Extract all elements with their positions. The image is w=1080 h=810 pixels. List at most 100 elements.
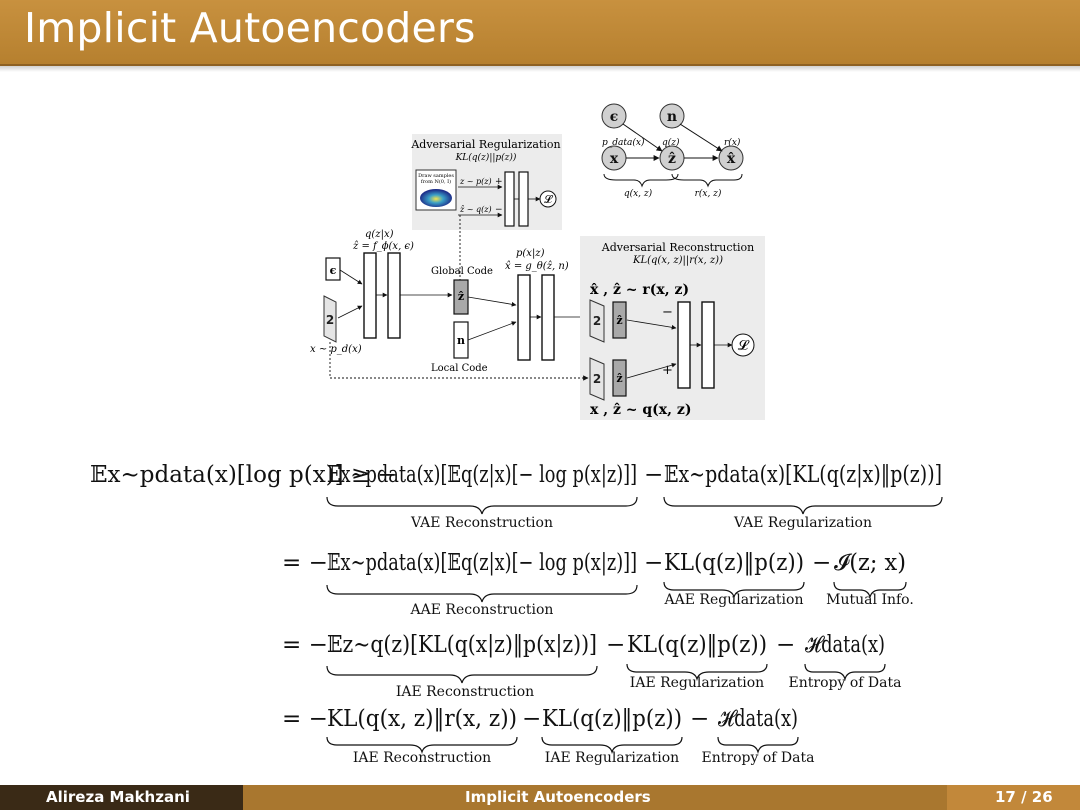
recon-digit: 2: [593, 314, 601, 328]
eq1-term2: 𝔼x∼pdata(x)[KL(q(z|x)‖p(z))]: [664, 462, 942, 488]
z-post-label: ẑ ~ q(z): [459, 205, 492, 214]
label-pdata: p_data(x): [602, 137, 645, 148]
gaussian-plot: [420, 189, 452, 207]
eq4-brace-2: [541, 736, 683, 755]
eps-box: [325, 257, 341, 281]
eq2-brace-3: [833, 581, 907, 600]
eq2-term2: KL(q(z)‖p(z)): [664, 550, 804, 576]
real-z-label: ẑ: [616, 372, 622, 385]
footer-title: Implicit Autoencoders: [465, 788, 651, 806]
eq3-brace-1: [326, 665, 598, 684]
disc-layer-1: [504, 171, 515, 227]
eq3-label-2: IAE Regularization: [630, 675, 764, 691]
global-code-z: ẑ: [458, 290, 464, 303]
eq4-term1: KL(q(x, z)‖r(x, z)): [327, 706, 517, 732]
codes: Global Code ẑ n Local Code: [431, 266, 517, 374]
footer-title-panel: Implicit Autoencoders: [243, 785, 947, 810]
real-digit: 2: [593, 372, 601, 386]
eq3-label-3: Entropy of Data: [789, 675, 902, 691]
eq2-label-3: Mutual Info.: [826, 592, 914, 608]
recon-z-label: ẑ: [616, 314, 622, 327]
eq4-label-3: Entropy of Data: [702, 750, 815, 766]
slide-title: Implicit Autoencoders: [24, 4, 476, 52]
draw-samples-line2: from N(0, I): [421, 178, 451, 185]
eq1-brace-1: [326, 496, 638, 515]
encoder-layer-1: [363, 252, 377, 339]
decoder-g-label: x̂ = g_θ(ẑ, n): [505, 261, 569, 272]
recon-image: [589, 299, 605, 343]
footer-author: Alireza Makhzani: [46, 788, 190, 806]
rec-disc-layer-1: [677, 301, 691, 389]
eq1-lhs: 𝔼x∼pdata(x)[log p(x)] ≥ −: [90, 462, 397, 488]
eq2-term1: 𝔼x∼pdata(x)[𝔼q(z|x)[− log p(x|z)]]: [327, 550, 637, 576]
eq2-label-2: AAE Regularization: [664, 592, 804, 608]
real-z-box: [612, 359, 627, 397]
eq4-label-2: IAE Regularization: [545, 750, 679, 766]
brace-r-label: r(x, z): [695, 188, 722, 199]
eq4-op1: −: [522, 706, 541, 732]
eq4-term2: KL(q(z)‖p(z)): [542, 706, 682, 732]
eq4-lhs: = −: [282, 706, 328, 732]
encoder-layer-2: [387, 252, 401, 339]
eq3-lhs: = −: [282, 632, 328, 658]
adv-rec-title: Adversarial Reconstruction: [601, 241, 754, 254]
encoder-q-label: q(z|x): [365, 229, 394, 240]
equations: 𝔼x∼pdata(x)[log p(x)] ≥ − 𝔼x∼pdata(x)[𝔼q…: [90, 462, 943, 766]
real-plus: +: [662, 363, 673, 378]
adv-rec-bottom-pair: x , ẑ ~ q(x, z): [590, 402, 691, 418]
architecture-diagram: ϵ n x ẑ x̂ p_data(x) q(z) r(x) q(x, z) r…: [310, 103, 765, 420]
eq4-brace-1: [326, 736, 518, 755]
slide-footer: Alireza Makhzani Implicit Autoencoders 1…: [0, 785, 1080, 810]
eq1-brace-2: [663, 496, 943, 515]
decoder: p(x|z) x̂ = g_θ(ẑ, n): [505, 248, 589, 361]
eq1-label-1: VAE Reconstruction: [410, 515, 553, 531]
eq2-op1: −: [644, 550, 663, 576]
eq4-op2: −: [690, 706, 709, 732]
z-prior-label: z ~ p(z): [459, 177, 492, 186]
label-qz: q(z): [662, 137, 680, 148]
recon-minus: −: [662, 305, 673, 320]
header-shadow: [0, 66, 1080, 72]
eps-symbol: ϵ: [330, 264, 337, 277]
footer-page-panel: 17 / 26: [947, 785, 1080, 810]
brace-q-label: q(x, z): [624, 188, 653, 199]
eq3-label-1: IAE Reconstruction: [396, 684, 534, 700]
eq2-label-1: AAE Reconstruction: [410, 602, 554, 618]
adv-rec-loss-symbol: 𝓛: [738, 338, 750, 354]
eq3-term1: 𝔼z∼q(z)[KL(q(x|z)‖p(x|z))]: [327, 632, 597, 658]
adv-reg-loss-symbol: 𝓛: [544, 193, 554, 206]
adv-reg-title: Adversarial Regularization: [410, 138, 560, 151]
encoder: q(z|x) ẑ = f_ϕ(x, ϵ) ϵ 2 x ~ p_d(x): [310, 229, 453, 355]
local-code-label: Local Code: [431, 363, 488, 374]
eq3-op1: −: [606, 632, 625, 658]
real-image: [589, 357, 605, 401]
label-rx: r(x): [724, 137, 741, 148]
encoder-f-label: ẑ = f_ϕ(x, ϵ): [352, 241, 414, 252]
recon-z-box: [612, 301, 627, 339]
footer-author-panel: Alireza Makhzani: [0, 785, 243, 810]
disc-layer-2: [518, 171, 529, 227]
eq1-term1: 𝔼x∼pdata(x)[𝔼q(z|x)[− log p(x|z)]]: [327, 462, 637, 488]
decoder-layer-2: [541, 274, 555, 361]
input-image: [323, 295, 337, 343]
eq2-brace-1: [326, 584, 638, 603]
node-z-label: ẑ: [668, 151, 676, 167]
adversarial-reconstruction-panel: Adversarial Reconstruction KL(q(x, z)||r…: [580, 236, 765, 420]
decoder-p-label: p(x|z): [516, 248, 545, 259]
eq1-label-2: VAE Regularization: [733, 515, 872, 531]
eq4-label-1: IAE Reconstruction: [353, 750, 491, 766]
eq4-brace-3: [717, 736, 799, 755]
x-dist-label: x ~ p_d(x): [310, 344, 362, 355]
eq3-op2: −: [776, 632, 795, 658]
eq4-term3: 𝓗data(x): [718, 706, 798, 732]
eq3-brace-3: [804, 663, 886, 682]
adv-reg-kl: KL(q(z)||p(z)): [455, 152, 517, 163]
eq2-brace-2: [663, 581, 805, 600]
eq1-op: −: [644, 462, 663, 488]
node-eps-label: ϵ: [610, 109, 619, 125]
z-post-minus: −: [495, 205, 503, 215]
graphical-model: ϵ n x ẑ x̂ p_data(x) q(z) r(x) q(x, z) r…: [601, 103, 744, 199]
local-code-n: n: [457, 334, 465, 347]
eq2-op2: −: [812, 550, 831, 576]
adversarial-regularization-panel: Adversarial Regularization KL(q(z)||p(z)…: [410, 134, 562, 230]
